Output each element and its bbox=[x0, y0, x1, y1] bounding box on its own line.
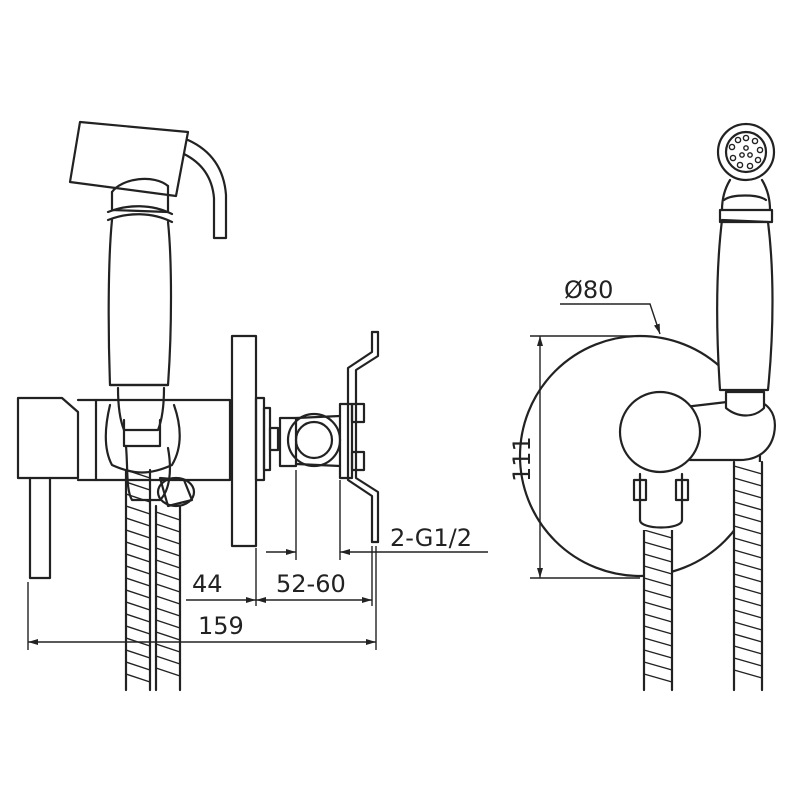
mounting-bracket bbox=[346, 330, 380, 544]
hose-front bbox=[124, 468, 152, 692]
dim-connection-label: 2-G1/2 bbox=[390, 524, 472, 552]
side-view: 2-G1/2 44 52-60 159 bbox=[16, 120, 488, 692]
dim-wall-depth: 52-60 bbox=[256, 546, 373, 606]
wall-plate bbox=[230, 334, 280, 548]
dim-height: 111 bbox=[508, 335, 640, 579]
front-handle bbox=[716, 178, 774, 417]
front-hose-left bbox=[642, 498, 674, 692]
wall-connector bbox=[278, 402, 366, 480]
lever-handle bbox=[16, 396, 80, 580]
spray-handle bbox=[107, 218, 173, 432]
dim-body-depth-label: 44 bbox=[192, 570, 223, 598]
front-spray-head bbox=[716, 122, 776, 182]
spray-head bbox=[68, 120, 228, 240]
dim-total-label: 159 bbox=[198, 612, 244, 640]
dim-total: 159 bbox=[27, 546, 377, 650]
front-hose-right bbox=[732, 460, 764, 692]
dim-height-label: 111 bbox=[508, 436, 536, 482]
valve-body bbox=[76, 398, 232, 508]
front-view: Ø80 111 bbox=[508, 122, 776, 692]
dim-wall-depth-label: 52-60 bbox=[276, 570, 346, 598]
dim-body-depth: 44 bbox=[186, 548, 257, 606]
hose-back bbox=[154, 504, 182, 692]
dim-connection: 2-G1/2 bbox=[266, 470, 488, 560]
dim-diameter-label: Ø80 bbox=[564, 276, 613, 304]
dim-diameter: Ø80 bbox=[560, 276, 661, 335]
front-knob bbox=[618, 390, 702, 474]
front-hook bbox=[632, 470, 690, 530]
